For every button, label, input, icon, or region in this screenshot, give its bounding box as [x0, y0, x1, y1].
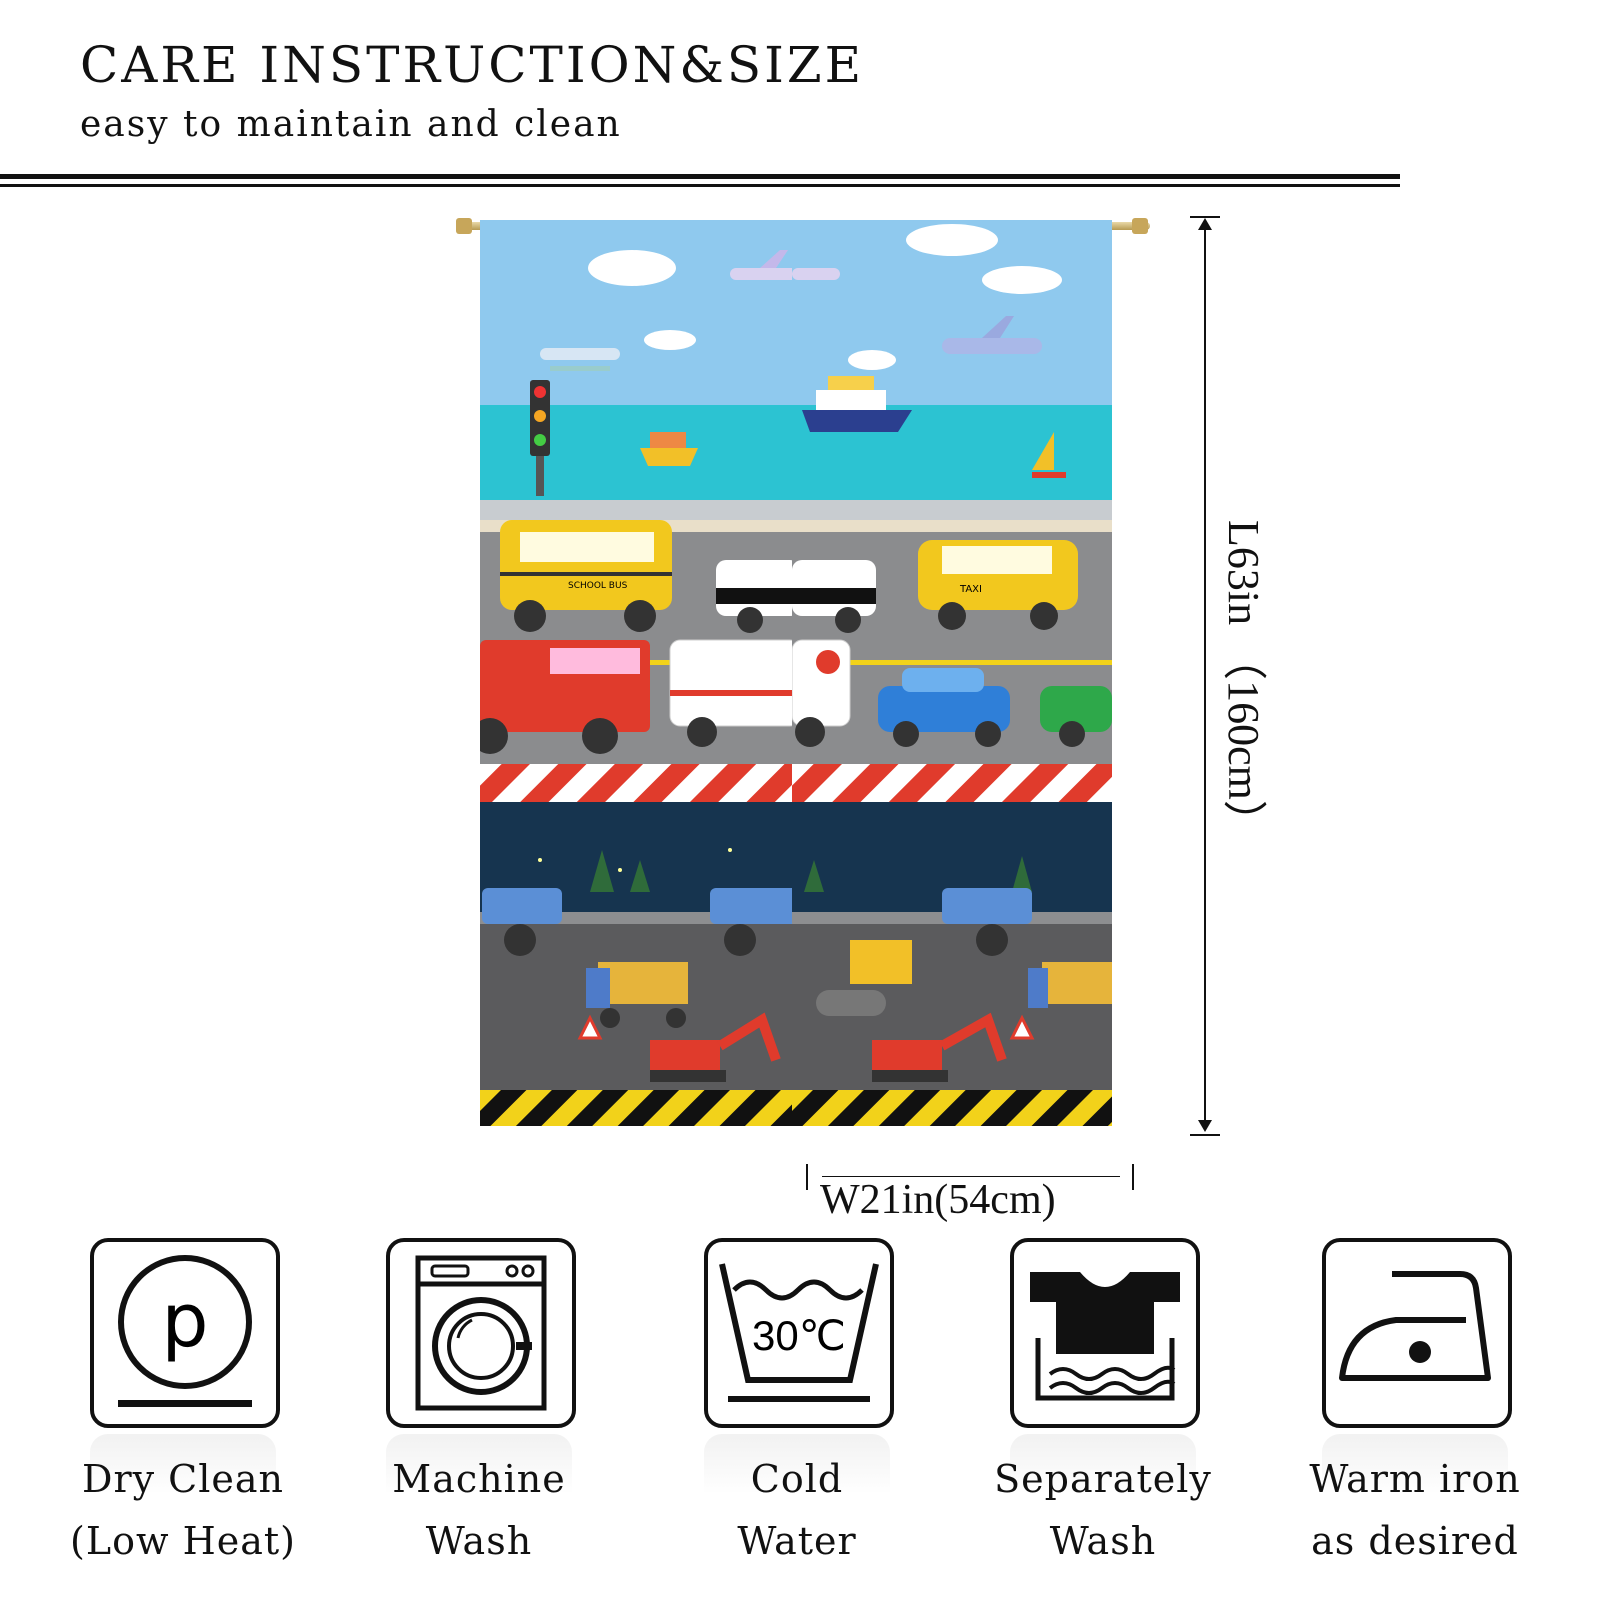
width-tick-left: [806, 1164, 808, 1190]
care-item-separately-wash: Separately Wash: [994, 1238, 1211, 1563]
care-label-line2: (Low Heat): [70, 1519, 296, 1563]
sailboat-icon: [1032, 432, 1066, 478]
dump-truck-icon: [586, 962, 688, 1028]
care-label-line1: Dry Clean: [81, 1457, 285, 1501]
police-car-icon: [792, 560, 876, 633]
ambulance-icon: [792, 639, 851, 747]
width-dimension-marker: [806, 1164, 1136, 1190]
care-label-line2: Wash: [1049, 1519, 1157, 1563]
care-item-cold-water: 30℃ Cold Water: [704, 1238, 894, 1563]
care-label-line2: as desired: [1311, 1519, 1519, 1563]
care-label-line2: Wash: [425, 1519, 533, 1563]
divider-thin: [0, 184, 1400, 187]
rod-finial-right: [1132, 218, 1148, 234]
care-label-line1: Separately: [994, 1457, 1212, 1501]
dump-truck-icon: [1028, 962, 1112, 1008]
curtain-panel-right: TAXI: [792, 220, 1112, 1150]
care-item-warm-iron: Warm iron as desired: [1309, 1238, 1520, 1563]
width-line: [822, 1176, 1120, 1177]
care-label-line1: Warm iron: [1309, 1457, 1521, 1501]
police-car-icon: [716, 560, 800, 633]
length-label: L63in （160cm）: [1219, 520, 1268, 844]
boat-icon: [640, 432, 698, 466]
svg-text:TAXI: TAXI: [959, 584, 982, 595]
width-tick-right: [1132, 1164, 1134, 1190]
separate-wash-shirt-icon: [1010, 1238, 1200, 1428]
iron-icon: [1322, 1238, 1512, 1428]
tractor-icon: [482, 888, 562, 956]
svg-text:SCHOOL BUS: SCHOOL BUS: [568, 581, 628, 591]
wash-temperature: 30℃: [752, 1312, 846, 1359]
page-title: CARE INSTRUCTION&SIZE: [80, 36, 865, 94]
width-label: W21in(54cm): [820, 1177, 1056, 1223]
care-item-machine-wash: Machine Wash: [386, 1238, 576, 1563]
blue-car-icon: [878, 668, 1010, 747]
loader-icon: [710, 888, 800, 956]
care-item-dry-clean: p Dry Clean (Low Heat): [70, 1238, 295, 1563]
care-label-line2: Water: [737, 1519, 857, 1563]
care-label-line1: Machine: [392, 1457, 566, 1501]
excavator-icon: [872, 1012, 1007, 1082]
excavator-icon: [650, 1012, 781, 1082]
seaplane-icon: [540, 348, 620, 371]
svg-text:p: p: [162, 1278, 209, 1364]
airplane-icon: [792, 268, 840, 280]
green-car-icon: [1040, 686, 1112, 747]
airplane-icon: [730, 250, 800, 280]
rod-finial-left: [456, 218, 472, 234]
length-line: [1204, 224, 1206, 1128]
ship-icon: [802, 376, 912, 432]
wash-tub-icon: 30℃: [704, 1238, 894, 1428]
arrow-down-icon: [1198, 1120, 1212, 1132]
page-subtitle: easy to maintain and clean: [80, 104, 622, 145]
care-label-line1: Cold: [750, 1457, 844, 1501]
taxi-icon: TAXI: [918, 540, 1078, 630]
divider-thick: [0, 174, 1400, 179]
jet-icon: [942, 316, 1042, 354]
washing-machine-icon: [386, 1238, 576, 1428]
curtain-panel-left: SCHOOL BUS: [480, 220, 800, 1150]
curtain-product-image: SCHOOL BUS: [456, 210, 1150, 1150]
length-cap-bottom: [1190, 1134, 1220, 1136]
road-roller-icon: [816, 940, 912, 1016]
loader-icon: [942, 888, 1032, 956]
traffic-light-icon: [530, 380, 550, 496]
school-bus-icon: SCHOOL BUS: [500, 520, 672, 632]
ambulance-icon: [669, 639, 800, 747]
dry-clean-p-icon: p: [90, 1238, 280, 1428]
length-cap-top: [1190, 216, 1220, 218]
fire-truck-icon: [480, 640, 650, 754]
length-dimension-marker: [1190, 216, 1220, 1136]
